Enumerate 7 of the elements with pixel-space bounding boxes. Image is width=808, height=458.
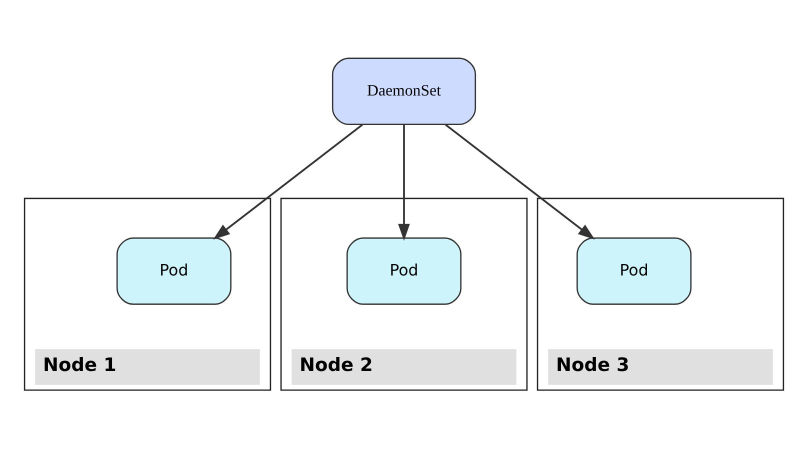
arrow <box>398 124 410 240</box>
node-box: Pod <box>346 236 462 304</box>
arrow <box>445 124 595 240</box>
node-box: Pod <box>116 236 232 304</box>
node-box: Pod <box>576 236 692 304</box>
arrow <box>213 124 363 240</box>
node-box: DaemonSet <box>332 57 476 125</box>
